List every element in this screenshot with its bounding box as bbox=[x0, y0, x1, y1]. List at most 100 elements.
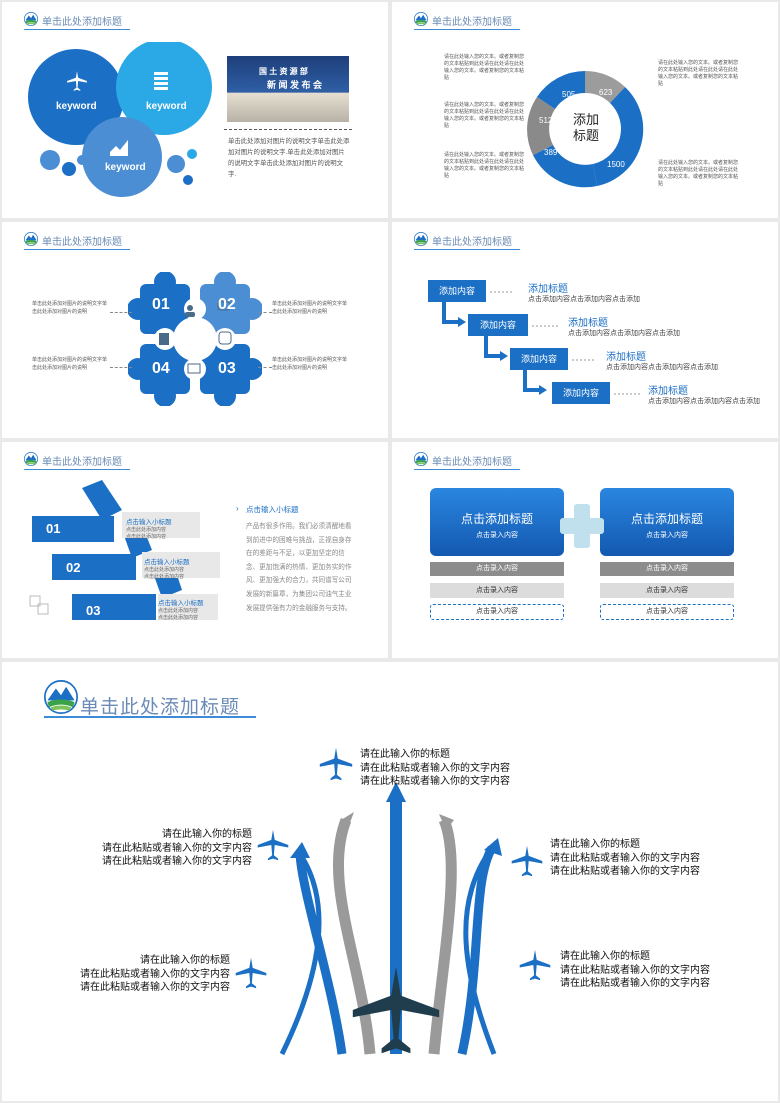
slide-title: 单击此处添加标题 bbox=[432, 457, 512, 468]
plane-icon-right-lower bbox=[519, 949, 551, 981]
value-505: 505 bbox=[562, 90, 576, 99]
value-623: 623 bbox=[599, 88, 613, 97]
company-logo-icon bbox=[414, 452, 428, 466]
text-block-right-lower: 请在此输入你的标题 请在此粘贴或者输入你的文字内容 请在此粘贴或者输入你的文字内… bbox=[560, 950, 710, 991]
title-underline bbox=[414, 29, 520, 30]
connector-left-top bbox=[110, 312, 132, 313]
photo-banner-line-2: 新 闻 发 布 会 bbox=[267, 80, 323, 90]
donut-segment-623 bbox=[585, 71, 625, 103]
ribbon-label-title: 点击输入小标题 bbox=[126, 519, 172, 526]
step-box-2: 添加内容 bbox=[468, 314, 528, 336]
cross-flower-diagram bbox=[128, 272, 262, 406]
step-box-4: 添加内容 bbox=[552, 382, 610, 404]
right-row-1: 点击录入内容 bbox=[600, 562, 734, 576]
plane-icon-right-upper bbox=[511, 845, 543, 877]
slide-4: 单击此处添加标题 添加内容 添加内容 添加内容 添加内容 添加标题 点击添加内容… bbox=[392, 222, 778, 438]
connector-left-bottom bbox=[110, 367, 132, 368]
right-paragraph: 产品有很多作用。我们必须清醒地看到前进中的困难与挑战，正视自身存在的差距与不足，… bbox=[246, 523, 352, 612]
connector-right-bottom bbox=[258, 367, 272, 368]
step-arrows bbox=[442, 291, 640, 395]
right-subtitle: 点击输入小标题 bbox=[246, 505, 299, 514]
note-mid-left: 请在此处输入您的文本。或者复制您的文本粘贴到此处请在此处请在此处输入您的文本。或… bbox=[444, 102, 525, 129]
text-block-title: 请在此输入你的标题 bbox=[550, 839, 640, 850]
text-block-line: 请在此粘贴或者输入你的文字内容 bbox=[560, 964, 710, 976]
text-block-title: 请在此输入你的标题 bbox=[560, 951, 650, 962]
photo-divider bbox=[224, 129, 352, 130]
flight-path-blue-right bbox=[457, 845, 496, 1055]
step-box-3: 添加内容 bbox=[510, 348, 568, 370]
ribbon-num-01: 01 bbox=[46, 521, 61, 536]
flight-paths-diagram bbox=[235, 747, 551, 1056]
note-top-left: 单击此处添加对图片的说明文字单击此处添加对图片的说明 bbox=[32, 301, 108, 315]
slide-6: 单击此处添加标题 点击添加标题 点击录入内容 点击添加标题 点击录入内容 点击录… bbox=[392, 442, 778, 658]
right-row-3: 点击录入内容 bbox=[600, 604, 734, 620]
number-02: 02 bbox=[218, 296, 236, 313]
text-block-line: 请在此粘贴或者输入你的文字内容 bbox=[360, 776, 510, 787]
note-top-right: 单击此处添加对图片的说明文字单击此处添加对图片的说明 bbox=[272, 301, 348, 315]
note-bottom-right: 单击此处添加对图片的说明文字单击此处添加对图片的说明 bbox=[272, 357, 348, 371]
company-logo-icon bbox=[24, 232, 38, 246]
card-left-sub: 点击录入内容 bbox=[476, 532, 518, 539]
text-block-title: 请在此输入你的标题 bbox=[140, 955, 230, 966]
petal-04 bbox=[128, 344, 190, 406]
step-title-3: 添加标题 bbox=[606, 352, 646, 363]
number-03: 03 bbox=[218, 360, 236, 377]
ribbon-label-title: 点击输入小标题 bbox=[158, 600, 204, 607]
company-logo-icon bbox=[414, 12, 428, 26]
right-row-2: 点击录入内容 bbox=[600, 583, 734, 598]
left-row-2: 点击录入内容 bbox=[430, 583, 564, 598]
ribbon-num-03: 03 bbox=[86, 603, 101, 618]
plane-icon-top bbox=[319, 747, 353, 781]
donut-segment-505 bbox=[537, 71, 585, 109]
donut-segment-1500 bbox=[593, 87, 644, 186]
slide-title: 单击此处添加标题 bbox=[432, 237, 512, 248]
flight-path-gray-left bbox=[333, 818, 376, 1055]
text-block-line: 请在此粘贴或者输入你的文字内容 bbox=[80, 982, 230, 993]
step-title-2: 添加标题 bbox=[568, 318, 608, 329]
keyword-bubbles bbox=[28, 42, 212, 197]
title-underline bbox=[414, 469, 520, 470]
petal-03 bbox=[200, 344, 262, 406]
step-title-1: 添加标题 bbox=[528, 284, 568, 295]
company-logo-icon bbox=[24, 452, 38, 466]
slide-7: 单击此处添加标题 请在此输入你的标题 请在此粘贴或者输入你的文字内容 请在此粘贴… bbox=[2, 662, 778, 1101]
title-underline bbox=[24, 469, 130, 470]
flight-path-gray-right bbox=[428, 817, 457, 1055]
plus-icon bbox=[560, 504, 604, 548]
text-block-line: 请在此粘贴或者输入你的文字内容 bbox=[550, 866, 700, 877]
ribbon-label-line: 点击此处添加内容 bbox=[126, 534, 167, 540]
donut-center-line-2: 标题 bbox=[572, 128, 599, 143]
step-sub-3: 点击添加内容点击添加内容点击添加 bbox=[606, 364, 718, 371]
left-row-1: 点击录入内容 bbox=[430, 562, 564, 576]
connector-right-top bbox=[258, 312, 272, 313]
ribbon-label-1: 点击输入小标题 点击此处添加内容 点击此处添加内容 bbox=[126, 516, 172, 540]
number-01: 01 bbox=[152, 296, 170, 313]
ribbon-label-3: 点击输入小标题 点击此处添加内容 点击此处添加内容 bbox=[158, 597, 204, 621]
keyword-label-3: keyword bbox=[105, 162, 146, 173]
photo-banner-line-1: 国 土 资 源 部 bbox=[259, 67, 308, 76]
text-block-line: 请在此粘贴或者输入你的文字内容 bbox=[80, 968, 230, 980]
slide-5: 单击此处添加标题 01 02 03 点击输入小标题 点击此处添加内容 点击此处添… bbox=[2, 442, 388, 658]
step-box-1: 添加内容 bbox=[428, 280, 486, 302]
text-block-line: 请在此粘贴或者输入你的文字内容 bbox=[102, 856, 252, 867]
slide-title: 单击此处添加标题 bbox=[42, 457, 122, 468]
slide-title: 单击此处添加标题 bbox=[42, 17, 122, 28]
slide-3: 单击此处添加标题 01 02 04 03 单击此处添加对图片的说明文字单击此处添… bbox=[2, 222, 388, 438]
ribbon-label-line: 点击此处添加内容 bbox=[158, 615, 199, 621]
text-block-line: 请在此粘贴或者输入你的文字内容 bbox=[102, 842, 252, 854]
step-sub-4: 点击添加内容点击添加内容点击添加 bbox=[648, 398, 760, 405]
card-left: 点击添加标题 点击录入内容 bbox=[430, 488, 564, 556]
text-block-title: 请在此输入你的标题 bbox=[162, 829, 252, 840]
chevron-right-icon: › bbox=[236, 504, 239, 513]
note-top-right: 请在此处输入您的文本。或者复制您的文本粘贴到此处请在此处请在此处输入您的文本。或… bbox=[658, 60, 739, 87]
note-top-left: 请在此处输入您的文本。或者复制您的文本粘贴到此处请在此处请在此处输入您的文本。或… bbox=[444, 54, 525, 81]
note-bottom-right: 请在此处输入您的文本。或者复制您的文本粘贴到此处请在此处请在此处输入您的文本。或… bbox=[658, 160, 739, 187]
ribbon-steps bbox=[29, 480, 220, 620]
slide-title: 单击此处添加标题 bbox=[42, 237, 122, 248]
ribbon-label-line: 点击此处添加内容 bbox=[126, 527, 167, 533]
slide-title: 单击此处添加标题 bbox=[432, 17, 512, 28]
title-underline bbox=[24, 29, 130, 30]
note-bottom-left: 单击此处添加对图片的说明文字单击此处添加对图片的说明 bbox=[32, 357, 108, 371]
note-bottom-left: 请在此处输入您的文本。或者复制您的文本粘贴到此处请在此处请在此处输入您的文本。或… bbox=[444, 152, 525, 179]
title-underline bbox=[44, 716, 256, 718]
